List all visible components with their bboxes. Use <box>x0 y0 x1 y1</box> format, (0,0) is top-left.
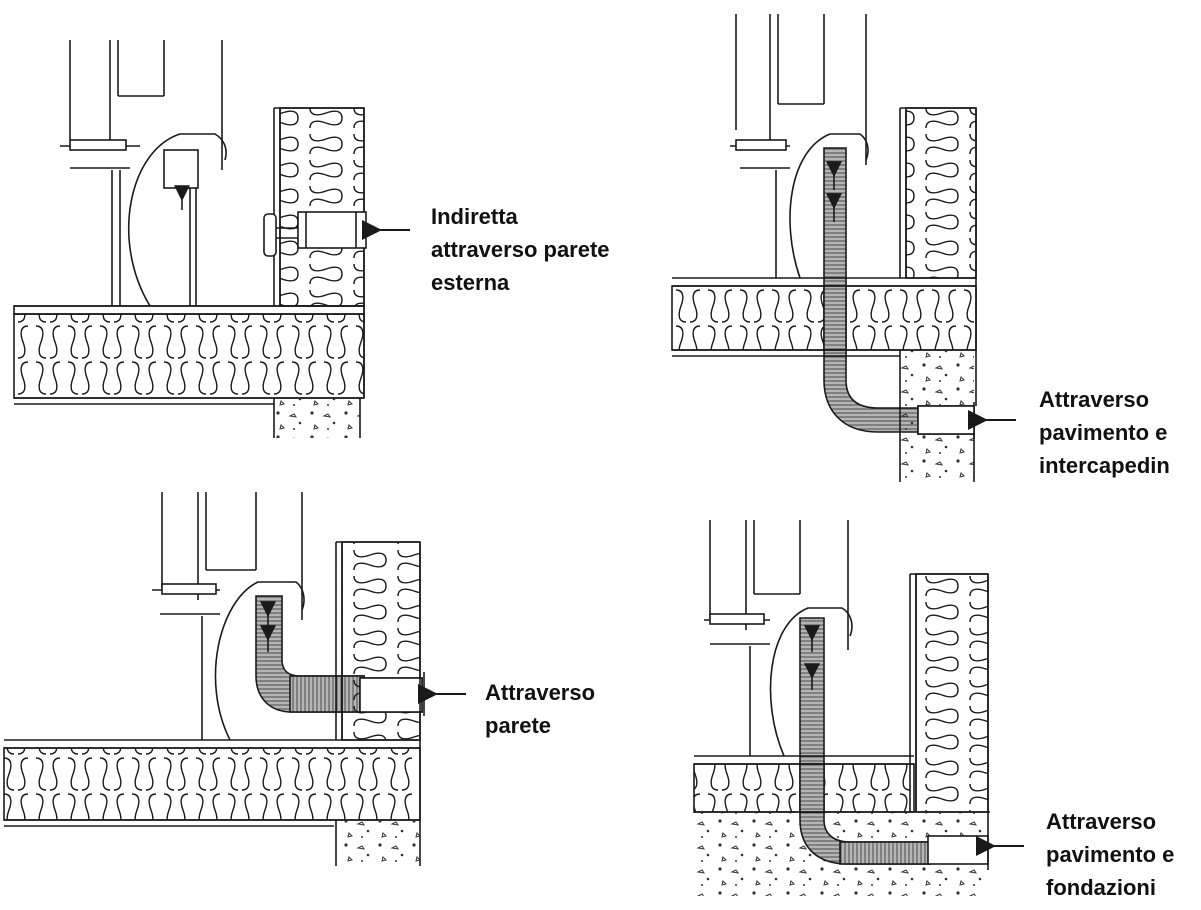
duct-outlet <box>927 835 989 865</box>
label-floor-and-foundations: Attraverso pavimento e fondazioni <box>1046 809 1175 900</box>
floor-insulation <box>3 747 421 821</box>
stove-body <box>152 492 303 740</box>
wall-insulation <box>905 107 977 279</box>
detail-floor-and-foundations <box>693 520 1024 896</box>
air-arc <box>214 581 305 741</box>
foundation <box>336 820 420 866</box>
wall-insulation <box>279 107 365 307</box>
inner-grille <box>263 213 277 257</box>
wall-insulation <box>915 573 989 813</box>
wall-vent-pipe <box>297 211 367 249</box>
foundation <box>274 398 360 438</box>
label-indirect-outer-wall: Indiretta attraverso parete esterna <box>431 204 610 295</box>
floor-insulation <box>13 313 365 399</box>
air-arc <box>769 607 853 757</box>
label-floor-and-cavity: Attraverso pavimento e intercapedin <box>1039 387 1170 478</box>
air-arc <box>789 133 869 279</box>
detail-through-wall <box>3 492 466 866</box>
stove-body <box>60 40 223 306</box>
detail-floor-and-cavity <box>671 14 1016 482</box>
label-through-wall: Attraverso parete <box>485 680 596 738</box>
stove-body <box>704 520 849 756</box>
air-inlet <box>163 149 199 189</box>
detail-indirect-outer-wall <box>13 40 410 438</box>
air-arc <box>128 133 227 307</box>
